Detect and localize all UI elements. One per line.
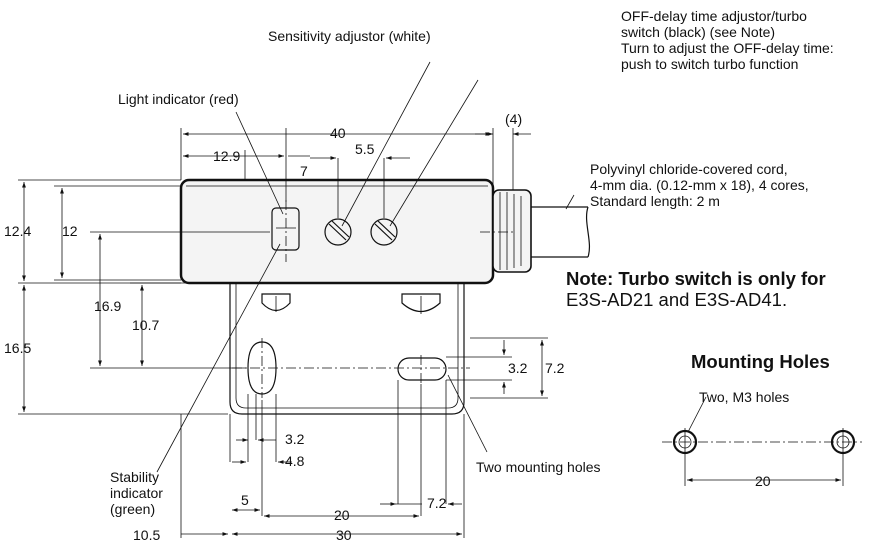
- stability-label-3: (green): [110, 501, 155, 517]
- dim-12-9: 12.9: [213, 148, 240, 164]
- dim-10-5: 10.5: [133, 527, 160, 543]
- off-delay-label-4: push to switch turbo function: [621, 56, 798, 72]
- note-line-1: Note: Turbo switch is only for: [566, 268, 826, 289]
- note: Note: Turbo switch is only for E3S-AD21 …: [566, 268, 826, 310]
- cable: [531, 206, 591, 258]
- leader-lines: [156, 61, 575, 473]
- m3-hole-right-icon: [830, 428, 856, 456]
- dim-30: 30: [336, 527, 352, 543]
- off-delay-label-2: switch (black) (see Note): [621, 24, 775, 40]
- dim-5-5: 5.5: [355, 141, 375, 157]
- cord-label-2: 4-mm dia. (0.12-mm x 18), 4 cores,: [590, 177, 809, 193]
- dim-7-2-bottom: 7.2: [427, 495, 447, 511]
- mounting-holes-detail: [662, 396, 862, 486]
- off-delay-adjustor-icon: [370, 218, 398, 246]
- dim-12-4: 12.4: [4, 223, 31, 239]
- cord-label-3: Standard length: 2 m: [590, 193, 720, 209]
- mounting-holes-labels: Mounting Holes Two, M3 holes 20: [691, 351, 830, 489]
- dim-5: 5: [241, 492, 249, 508]
- mounting-holes-title: Mounting Holes: [691, 351, 830, 372]
- dim-3-2-right: 3.2: [508, 360, 528, 376]
- off-delay-label-1: OFF-delay time adjustor/turbo: [621, 8, 807, 24]
- mounting-holes-callout: Two mounting holes: [476, 459, 601, 475]
- dim-4: (4): [505, 111, 522, 127]
- dim-4-8: 4.8: [285, 453, 305, 469]
- dim-40: 40: [330, 125, 346, 141]
- dim-3-2-bottom: 3.2: [285, 431, 305, 447]
- note-line-2: E3S-AD21 and E3S-AD41.: [566, 289, 787, 310]
- m3-hole-left-icon: [672, 428, 698, 456]
- sensor-body: [179, 178, 591, 285]
- off-delay-label-3: Turn to adjust the OFF-delay time:: [621, 40, 834, 56]
- dim-20: 20: [334, 507, 350, 523]
- dim-10-7: 10.7: [132, 317, 159, 333]
- stability-label-1: Stability: [110, 469, 159, 485]
- cord-bushing: [492, 189, 532, 273]
- dimension-lines: [18, 128, 548, 538]
- dim-16-9: 16.9: [94, 298, 121, 314]
- sensitivity-label: Sensitivity adjustor (white): [268, 28, 431, 44]
- mounting-bracket: [229, 283, 470, 415]
- cord-label-1: Polyvinyl chloride-covered cord,: [590, 161, 788, 177]
- dim-12: 12: [62, 223, 78, 239]
- callout-labels: OFF-delay time adjustor/turbo switch (bl…: [110, 8, 834, 517]
- light-indicator-label: Light indicator (red): [118, 91, 239, 107]
- hole-spacing-label: 20: [755, 473, 771, 489]
- dim-16-5: 16.5: [4, 340, 31, 356]
- dim-7: 7: [300, 163, 308, 179]
- dimension-labels: 40 (4) 12.9 7 5.5 12.4 12 16.9 10.7 16.5…: [4, 111, 565, 543]
- sensitivity-adjustor-icon: [324, 218, 352, 246]
- dim-7-2-right: 7.2: [545, 360, 565, 376]
- m3-holes-label: Two, M3 holes: [699, 389, 789, 405]
- indicator-window: [271, 207, 300, 251]
- stability-label-2: indicator: [110, 485, 163, 501]
